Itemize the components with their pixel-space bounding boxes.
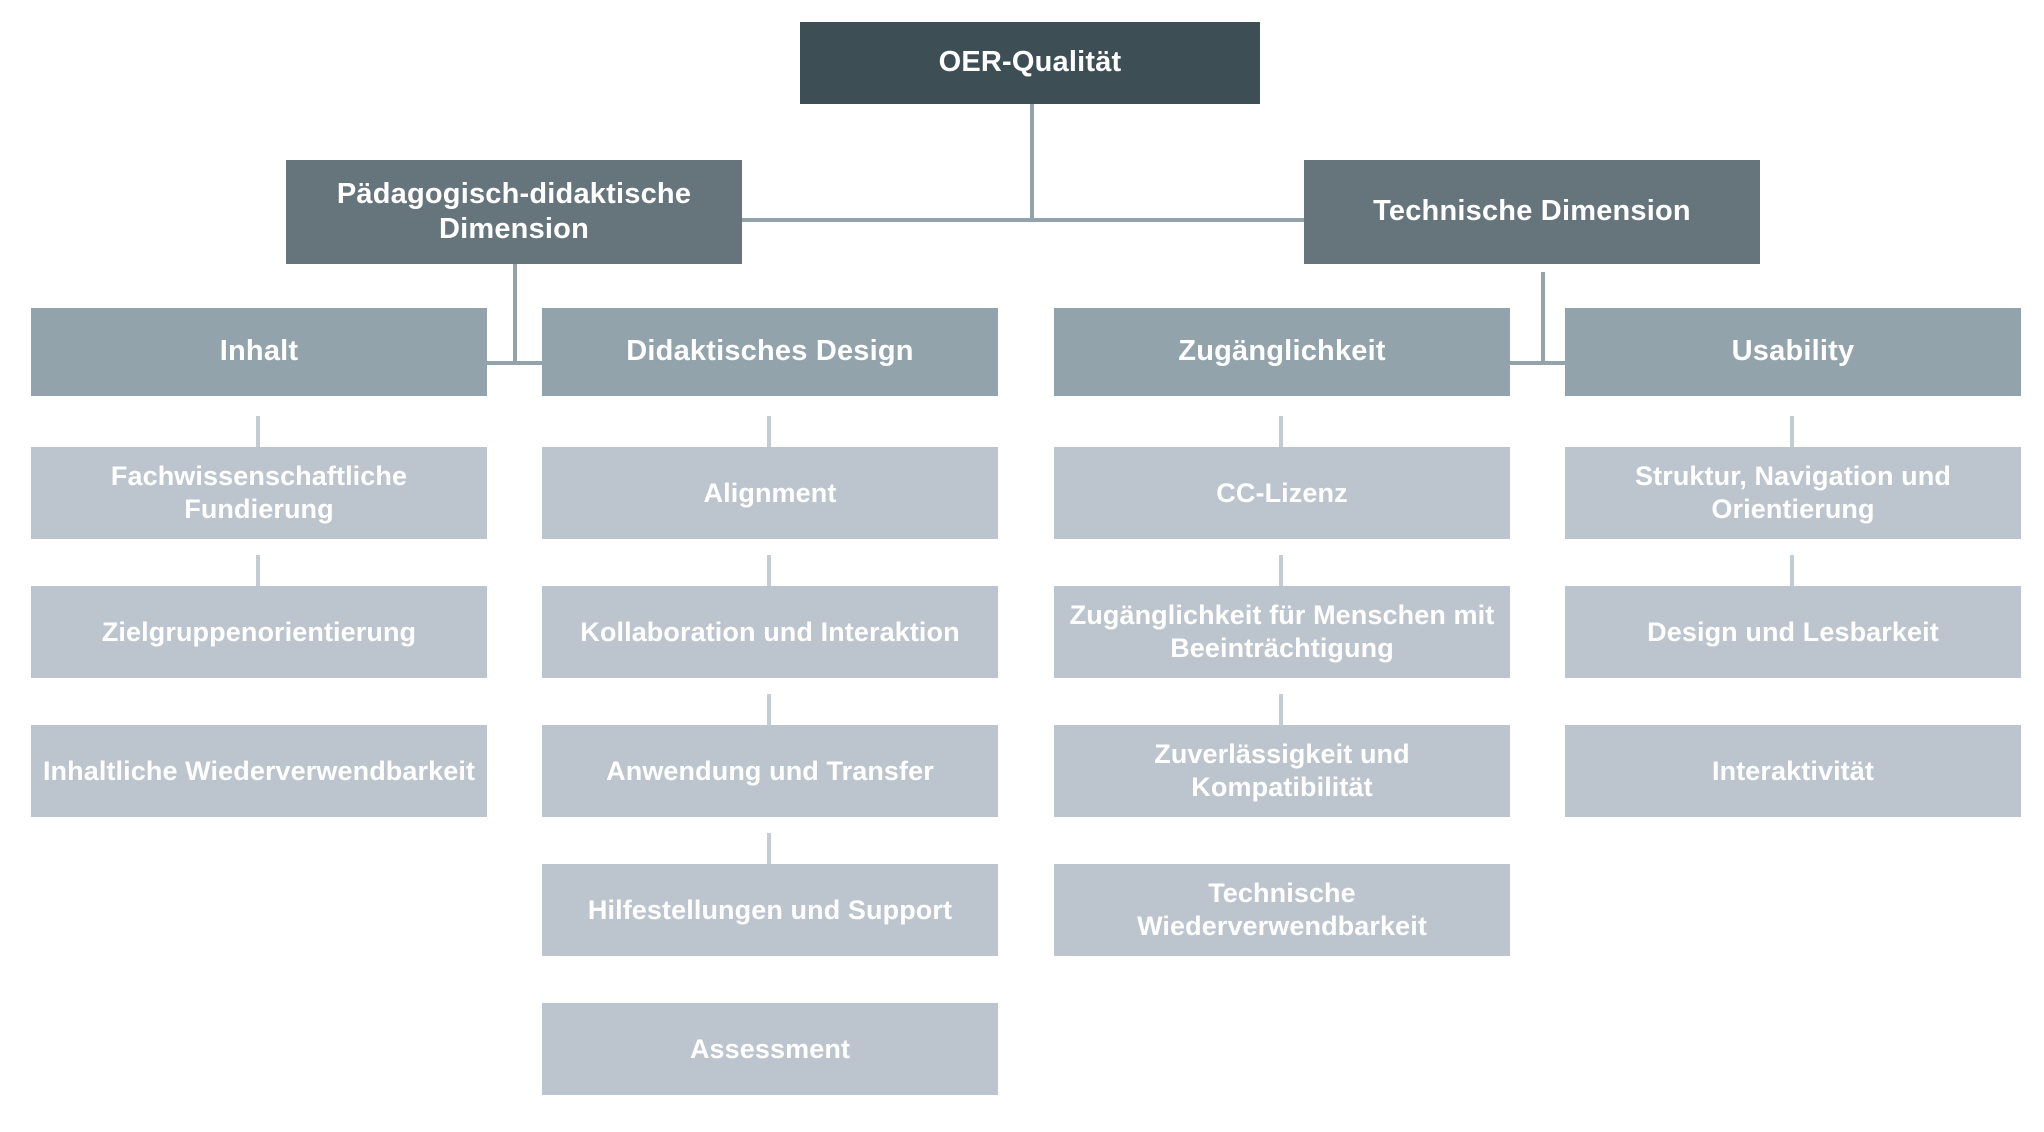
node-usability[interactable]: Usability bbox=[1565, 308, 2021, 396]
node-didaktisches-design[interactable]: Didaktisches Design bbox=[542, 308, 998, 396]
node-oer-qualitaet[interactable]: OER-Qualität bbox=[800, 22, 1260, 104]
node-paedagogisch-didaktische-dimension[interactable]: Pädagogisch-didaktische Dimension bbox=[286, 160, 742, 264]
node-technische-dimension[interactable]: Technische Dimension bbox=[1304, 160, 1760, 264]
connector-didaktik-4 bbox=[767, 694, 771, 739]
node-assessment[interactable]: Assessment bbox=[542, 1003, 998, 1095]
connector-didaktik-5 bbox=[767, 833, 771, 878]
node-zugaenglichkeit-fuer-menschen-mit-beeintraechtigung[interactable]: Zugänglichkeit für Menschen mit Beeinträ… bbox=[1054, 586, 1510, 678]
node-alignment[interactable]: Alignment bbox=[542, 447, 998, 539]
connector-usability-2 bbox=[1790, 416, 1794, 460]
connector-zugang-4 bbox=[1279, 694, 1283, 739]
connector-tech-down bbox=[1541, 272, 1545, 364]
node-technische-wiederverwendbarkeit[interactable]: Technische Wiederverwendbarkeit bbox=[1054, 864, 1510, 956]
connector-paed-bus-stub bbox=[513, 316, 517, 363]
connector-inhalt-3 bbox=[256, 555, 260, 600]
connector-zugang-3 bbox=[1279, 555, 1283, 600]
node-struktur-navigation-und-orientierung[interactable]: Struktur, Navigation und Orientierung bbox=[1565, 447, 2021, 539]
node-cc-lizenz[interactable]: CC-Lizenz bbox=[1054, 447, 1510, 539]
node-zuverlaessigkeit-und-kompatibilitaet[interactable]: Zuverlässigkeit und Kompatibilität bbox=[1054, 725, 1510, 817]
connector-zugang-2 bbox=[1279, 416, 1283, 460]
connector-inhalt-2 bbox=[256, 416, 260, 460]
node-zielgruppenorientierung[interactable]: Zielgruppenorientierung bbox=[31, 586, 487, 678]
node-design-und-lesbarkeit[interactable]: Design und Lesbarkeit bbox=[1565, 586, 2021, 678]
connector-tech-bus bbox=[1285, 361, 1797, 365]
node-inhaltliche-wiederverwendbarkeit[interactable]: Inhaltliche Wiederverwendbarkeit bbox=[31, 725, 487, 817]
node-hilfestellungen-und-support[interactable]: Hilfestellungen und Support bbox=[542, 864, 998, 956]
node-interaktivitaet[interactable]: Interaktivität bbox=[1565, 725, 2021, 817]
connector-usability-3 bbox=[1790, 555, 1794, 600]
connector-root-down bbox=[1030, 104, 1034, 220]
node-zugaenglichkeit[interactable]: Zugänglichkeit bbox=[1054, 308, 1510, 396]
connector-paed-bus bbox=[258, 361, 770, 365]
node-anwendung-und-transfer[interactable]: Anwendung und Transfer bbox=[542, 725, 998, 817]
connector-didaktik-3 bbox=[767, 555, 771, 600]
node-inhalt[interactable]: Inhalt bbox=[31, 308, 487, 396]
connector-dimension-bus bbox=[738, 218, 1308, 222]
connector-didaktik-2 bbox=[767, 416, 771, 460]
node-fachwissenschaftliche-fundierung[interactable]: Fachwissenschaftliche Fundierung bbox=[31, 447, 487, 539]
node-kollaboration-und-interaktion[interactable]: Kollaboration und Interaktion bbox=[542, 586, 998, 678]
